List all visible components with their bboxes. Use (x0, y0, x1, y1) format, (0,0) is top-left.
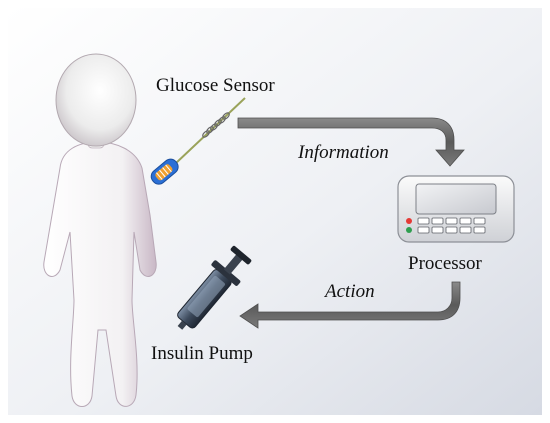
processor-label: Processor (408, 253, 482, 274)
insulin-pump-label: Insulin Pump (151, 343, 253, 364)
person-figure-icon (43, 53, 157, 407)
glucose-sensor-icon (150, 97, 246, 185)
arrow-right-down-icon (237, 117, 465, 167)
information-label: Information (298, 142, 389, 163)
insulin-pump-syringe-icon (177, 245, 252, 330)
processor-device-icon (397, 175, 515, 243)
arrow-left-icon (239, 281, 461, 329)
glucose-sensor-label: Glucose Sensor (156, 75, 275, 96)
action-label: Action (325, 281, 375, 302)
